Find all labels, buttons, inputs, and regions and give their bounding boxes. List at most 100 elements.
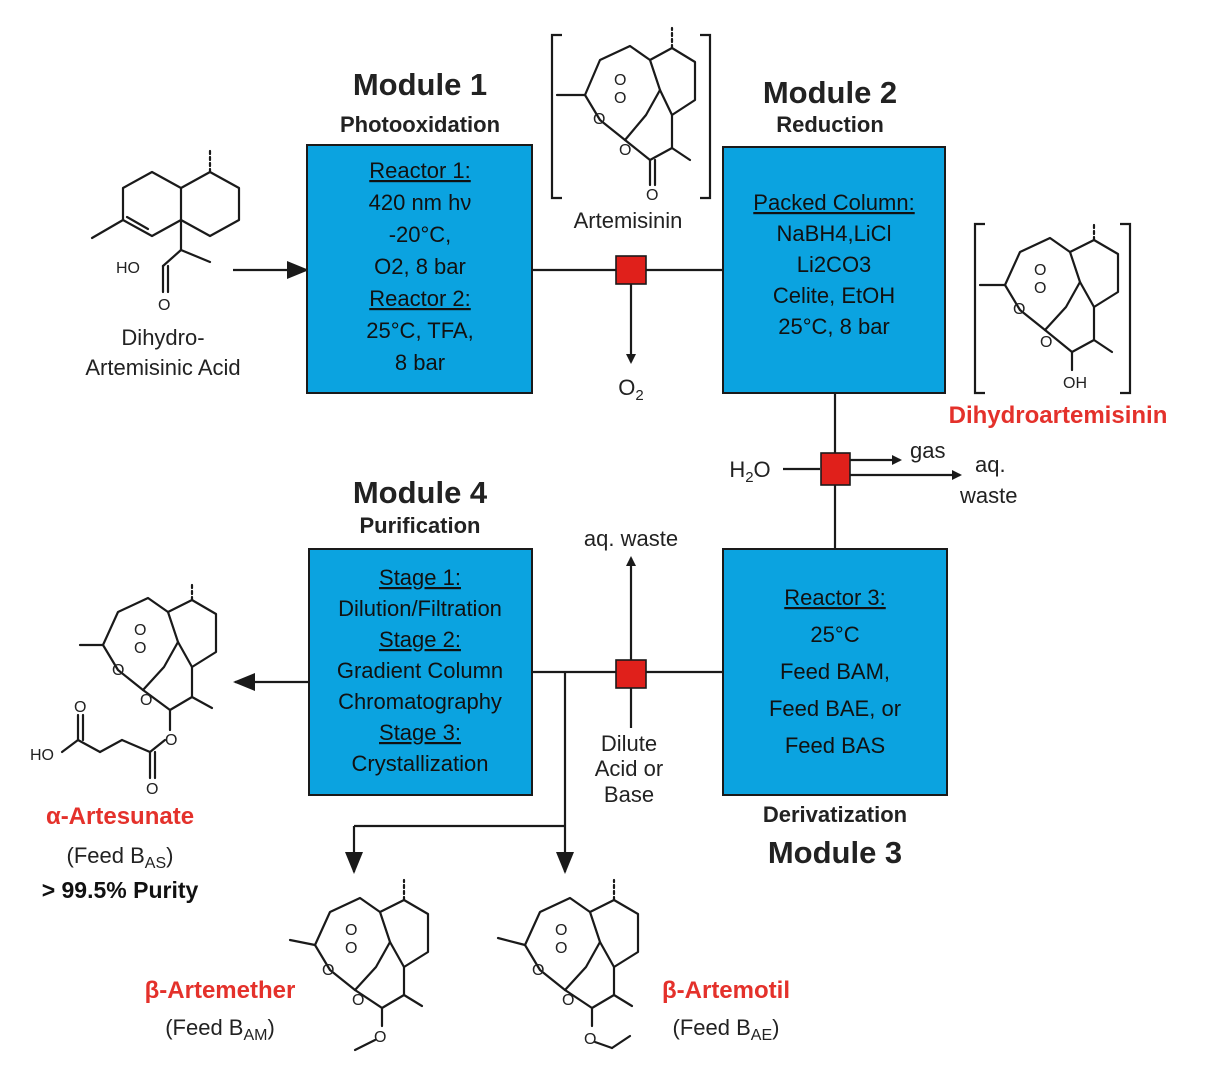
module1-conditions: Reactor 1: 420 nm hν -20°C, O2, 8 barReacto… bbox=[366, 158, 473, 375]
svg-text:O: O bbox=[532, 962, 544, 979]
m4-condition-line: Crystallization bbox=[352, 751, 489, 776]
artesunate-name: α-Artesunate bbox=[46, 803, 194, 830]
water-label: H2O bbox=[729, 457, 770, 486]
valve-3 bbox=[615, 659, 647, 689]
module3-subtitle: Derivatization bbox=[763, 802, 907, 827]
artesunate-feed: (Feed BAS) bbox=[67, 843, 174, 872]
artemisinin-structure: O O O O O bbox=[550, 26, 712, 204]
m4-condition-line: Stage 3: bbox=[379, 720, 461, 745]
m3-condition-line: Feed BAE, or bbox=[769, 696, 901, 721]
aq-waste-right-label-2: waste bbox=[959, 483, 1017, 508]
svg-text:O: O bbox=[352, 992, 364, 1009]
dilute-label-1: Dilute bbox=[601, 731, 657, 756]
aq-waste-right-label-1: aq. bbox=[975, 452, 1006, 477]
svg-text:O: O bbox=[646, 187, 658, 204]
svg-text:O: O bbox=[1040, 334, 1052, 351]
m4-condition-line: Chromatography bbox=[338, 689, 502, 714]
m4-condition-line: Stage 2: bbox=[379, 627, 461, 652]
m2-condition-line: NaBH4,LiCl bbox=[777, 221, 892, 246]
svg-text:O: O bbox=[614, 90, 626, 107]
m3-condition-line: Reactor 3: bbox=[784, 585, 886, 610]
svg-text:HO: HO bbox=[30, 747, 54, 764]
m4-condition-line: Dilution/Filtration bbox=[338, 596, 502, 621]
svg-text:O: O bbox=[1034, 280, 1046, 297]
valve-2 bbox=[820, 452, 851, 486]
svg-text:O: O bbox=[112, 662, 124, 679]
module2-title: Module 2 bbox=[763, 75, 897, 110]
artemotil-structure: O O O O O bbox=[496, 878, 640, 1050]
m2-condition-line: 25°C, 8 bar bbox=[778, 314, 890, 339]
dha-acid-label-2: Artemisinic Acid bbox=[85, 355, 240, 380]
svg-text:OH: OH bbox=[1063, 375, 1087, 392]
svg-text:O: O bbox=[345, 940, 357, 957]
m4-condition-line: Gradient Column bbox=[337, 658, 503, 683]
artemotil-name: β-Artemotil bbox=[662, 977, 790, 1004]
svg-text:O: O bbox=[562, 992, 574, 1009]
svg-text:O: O bbox=[345, 922, 357, 939]
m2-condition-line: Celite, EtOH bbox=[773, 283, 895, 308]
module4-title: Module 4 bbox=[353, 475, 488, 510]
m3-condition-line: 25°C bbox=[810, 622, 859, 647]
svg-text:O: O bbox=[584, 1031, 596, 1048]
svg-text:O: O bbox=[374, 1029, 386, 1046]
svg-text:O: O bbox=[614, 72, 626, 89]
svg-text:O: O bbox=[134, 622, 146, 639]
m1-condition-line: -20°C, bbox=[389, 222, 452, 247]
m1-condition-line: 25°C, TFA, bbox=[366, 318, 473, 343]
svg-text:O: O bbox=[140, 692, 152, 709]
dha-acid-label-1: Dihydro- bbox=[121, 325, 204, 350]
svg-text:O: O bbox=[593, 111, 605, 128]
svg-text:O: O bbox=[555, 922, 567, 939]
artesunate-structure: O O O O O O O HO bbox=[30, 580, 218, 798]
module1-subtitle: Photooxidation bbox=[340, 112, 500, 137]
svg-text:O: O bbox=[146, 781, 158, 798]
valve-1 bbox=[615, 255, 647, 285]
m1-condition-line: 420 nm hν bbox=[369, 190, 472, 215]
dilute-label-3: Base bbox=[604, 782, 654, 807]
m3-condition-line: Feed BAS bbox=[785, 733, 885, 758]
artesunate-purity: > 99.5% Purity bbox=[42, 877, 199, 903]
artemisinin-label: Artemisinin bbox=[574, 208, 683, 233]
aq-waste-top-label: aq. waste bbox=[584, 526, 678, 551]
svg-text:O: O bbox=[1034, 262, 1046, 279]
m1-condition-line: Reactor 1: bbox=[369, 158, 471, 183]
svg-text:O: O bbox=[74, 699, 86, 716]
module1-title: Module 1 bbox=[353, 67, 487, 102]
o2-label: O2 bbox=[618, 375, 643, 404]
module2-subtitle: Reduction bbox=[776, 112, 884, 137]
gas-label: gas bbox=[910, 438, 945, 463]
module1-box: Reactor 1: 420 nm hν -20°C, O2, 8 barReacto… bbox=[306, 144, 533, 394]
svg-text:O: O bbox=[165, 732, 177, 749]
svg-text:O: O bbox=[158, 297, 170, 314]
svg-text:O: O bbox=[134, 640, 146, 657]
module3-conditions: Reactor 3: 25°C Feed BAM, Feed BAE, or Feed … bbox=[769, 585, 901, 758]
m2-condition-line: Packed Column: bbox=[753, 190, 914, 215]
m1-condition-line: Reactor 2: bbox=[369, 286, 471, 311]
artemether-feed: (Feed BAM) bbox=[165, 1015, 275, 1044]
m1-condition-line: O2, 8 bar bbox=[374, 254, 466, 279]
m2-condition-line: Li2CO3 bbox=[797, 252, 872, 277]
m3-condition-line: Feed BAM, bbox=[780, 659, 890, 684]
module3-box: Reactor 3: 25°C Feed BAM, Feed BAE, or Feed … bbox=[722, 548, 948, 796]
artemether-structure: O O O O O bbox=[288, 878, 430, 1052]
svg-text:O: O bbox=[322, 962, 334, 979]
svg-text:HO: HO bbox=[116, 260, 140, 277]
dihydroartemisinic-acid-structure: HO O bbox=[90, 148, 241, 314]
artemotil-feed: (Feed BAE) bbox=[673, 1015, 780, 1044]
m4-condition-line: Stage 1: bbox=[379, 565, 461, 590]
module4-subtitle: Purification bbox=[359, 513, 480, 538]
dihydroartemisinin-structure: O O O O OH bbox=[973, 220, 1132, 395]
svg-text:O: O bbox=[555, 940, 567, 957]
dihydroartemisinin-label: Dihydroartemisinin bbox=[949, 402, 1168, 429]
artemether-name: β-Artemether bbox=[145, 977, 296, 1004]
svg-text:O: O bbox=[1013, 301, 1025, 318]
svg-text:O: O bbox=[619, 142, 631, 159]
m1-condition-line: 8 bar bbox=[395, 350, 445, 375]
module3-title: Module 3 bbox=[768, 835, 902, 870]
dilute-label-2: Acid or bbox=[595, 756, 663, 781]
